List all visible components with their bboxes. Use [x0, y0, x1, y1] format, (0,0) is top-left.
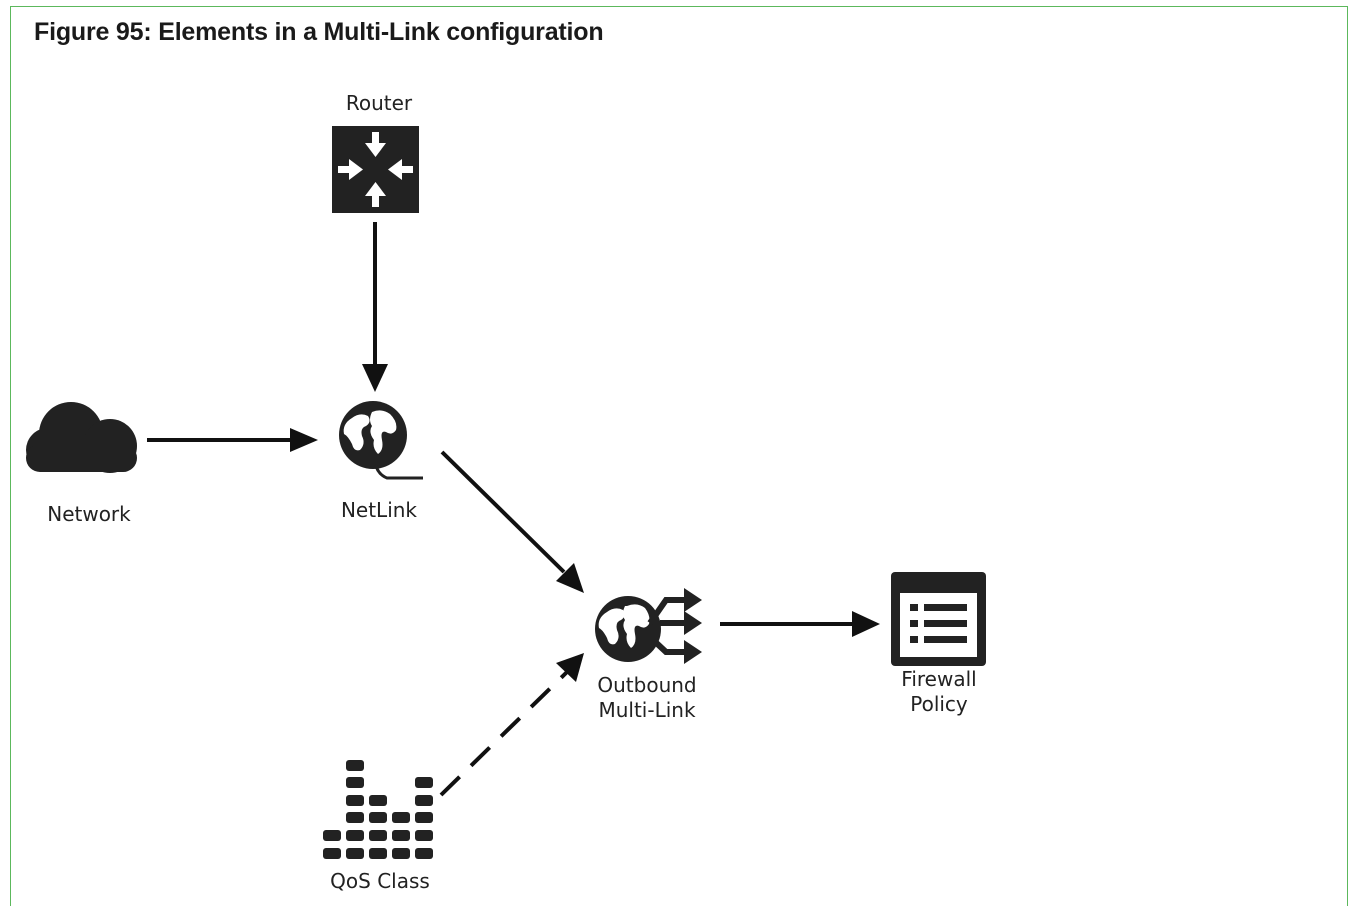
qos-to-outbound-dashed-line	[439, 669, 570, 797]
figure-frame	[10, 6, 1348, 906]
netlink-to-outbound-line	[440, 450, 566, 574]
globe-branch-arrows-icon	[595, 588, 702, 664]
outbound-label-line1: Outbound	[597, 673, 696, 697]
figure-title: Figure 95: Elements in a Multi-Link conf…	[34, 18, 604, 46]
qos-to-outbound-arrowhead	[556, 653, 584, 682]
outbound-to-firewall-arrowhead	[852, 611, 880, 637]
router-label: Router	[346, 91, 413, 115]
netlink-label: NetLink	[341, 498, 417, 522]
policy-list-icon	[891, 572, 986, 666]
firewall-label-line2: Policy	[910, 692, 968, 716]
globe-cable-icon	[339, 401, 423, 480]
qos-label: QoS Class	[330, 869, 430, 893]
router-to-netlink-arrowhead	[362, 364, 388, 392]
network-label: Network	[47, 502, 131, 526]
netlink-to-outbound-arrowhead	[556, 563, 584, 593]
cloud-icon	[26, 402, 137, 473]
firewall-label-line1: Firewall	[901, 667, 976, 691]
network-to-netlink-arrowhead	[290, 428, 318, 452]
outbound-label-line2: Multi-Link	[598, 698, 695, 722]
router-icon	[332, 126, 419, 213]
qos-bars-icon	[323, 760, 433, 859]
